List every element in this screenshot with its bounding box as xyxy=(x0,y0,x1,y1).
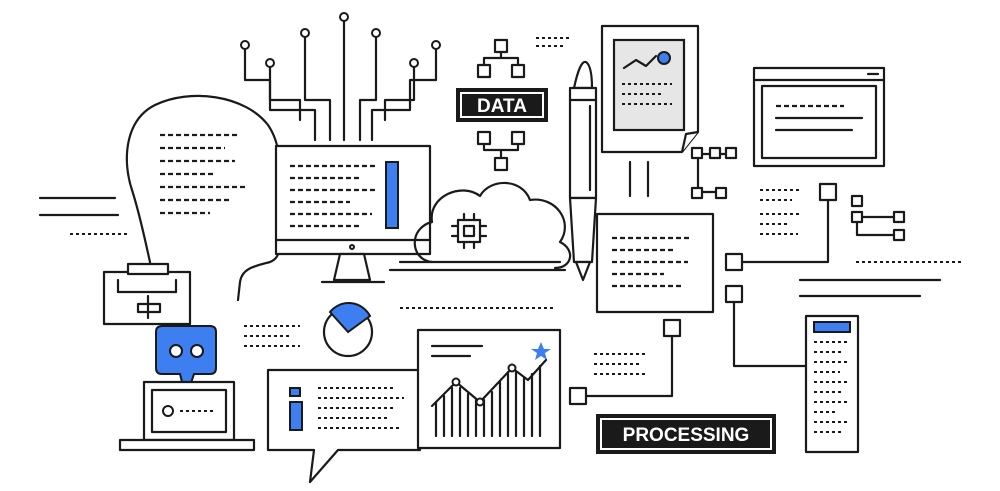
cloud-chip-icon xyxy=(388,181,572,272)
mid-right-dashes xyxy=(760,189,800,235)
storage-box-icon xyxy=(102,262,192,326)
processing-label-text: PROCESSING xyxy=(623,425,750,446)
chart-bars xyxy=(434,364,542,438)
processing-label: PROCESSING xyxy=(596,414,776,454)
flowchart-icon xyxy=(476,38,526,172)
data-label: DATA xyxy=(456,88,548,122)
desktop-monitor-icon xyxy=(274,144,432,284)
speech-bubble-icon xyxy=(266,368,422,484)
pie-side-dashes xyxy=(244,307,556,347)
star-icon xyxy=(531,342,551,360)
document-icon xyxy=(600,24,700,198)
left-decor-lines xyxy=(38,196,128,235)
text-card xyxy=(595,212,715,314)
browser-window-icon xyxy=(752,66,886,168)
line-chart-icon xyxy=(416,328,562,450)
circuit-lines-icon xyxy=(240,12,441,142)
chat-bot-icon xyxy=(155,325,217,402)
head-text-lines xyxy=(160,133,245,215)
bracket-diagram-icon xyxy=(690,146,738,200)
pie-chart-icon xyxy=(322,302,374,358)
data-label-text: DATA xyxy=(477,96,527,117)
right-node-tree xyxy=(850,194,906,242)
small-dashes-top xyxy=(536,37,572,47)
pen-icon xyxy=(568,60,598,282)
processing-side-dashes xyxy=(594,353,648,375)
laptop-icon xyxy=(118,380,256,452)
connector-network xyxy=(568,182,962,406)
server-list-icon xyxy=(804,314,860,454)
